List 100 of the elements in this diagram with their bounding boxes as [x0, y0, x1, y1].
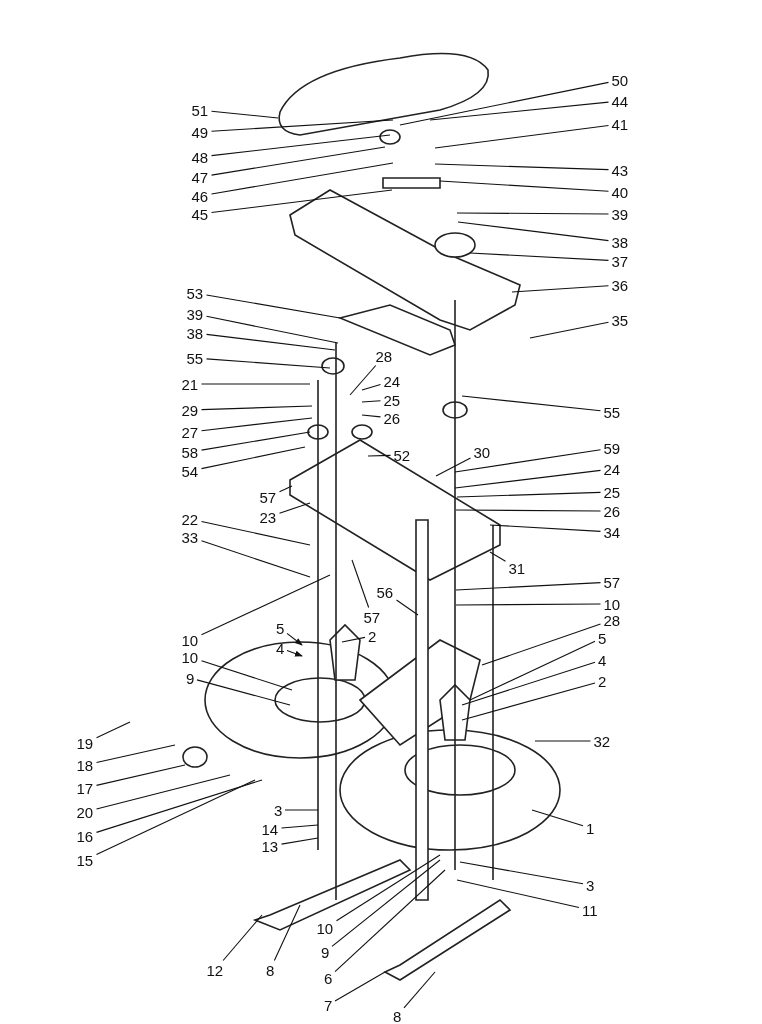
callout-number: 16	[76, 828, 94, 844]
leader-line	[95, 764, 186, 786]
callout-number: 12	[206, 962, 224, 978]
leader-line	[489, 551, 507, 562]
callout-number: 58	[181, 444, 199, 460]
leader-line	[434, 124, 610, 149]
leader-line	[286, 650, 303, 657]
callout-number: 2	[368, 628, 377, 644]
callout-number: 28	[603, 612, 621, 628]
callout-number: 9	[321, 944, 330, 960]
leader-line	[456, 212, 610, 215]
callout-number: 15	[76, 852, 94, 868]
callout-number: 57	[603, 574, 621, 590]
leader-line	[205, 294, 341, 319]
leader-line	[280, 824, 319, 829]
callout-number: 50	[611, 72, 629, 88]
leader-line	[200, 417, 313, 432]
leader-line	[210, 146, 386, 176]
callout-number: 33	[181, 529, 199, 545]
callout-number: 23	[259, 509, 277, 525]
callout-number: 44	[611, 93, 629, 109]
leader-line	[210, 189, 393, 214]
callout-number: 11	[582, 902, 598, 918]
callout-number: 10	[316, 920, 334, 936]
callout-number: 24	[603, 461, 621, 477]
callout-number: 59	[603, 440, 621, 456]
leader-line	[456, 491, 602, 498]
callout-number: 10	[181, 632, 199, 648]
callout-number: 32	[593, 733, 611, 749]
leader-line	[196, 679, 291, 706]
leader-line	[367, 454, 392, 457]
leader-line	[200, 405, 313, 411]
callout-number: 36	[611, 277, 629, 293]
leader-line	[511, 285, 610, 293]
callout-number: 34	[603, 524, 621, 540]
callout-number: 47	[191, 169, 209, 185]
leader-line	[435, 457, 472, 477]
callout-number: 57	[259, 489, 277, 505]
leader-line	[95, 774, 231, 810]
leader-line	[95, 744, 176, 763]
callout-number: 19	[76, 735, 94, 751]
callout-number: 46	[191, 188, 209, 204]
leader-line	[456, 879, 580, 909]
leader-line	[273, 904, 301, 962]
leader-line	[210, 119, 394, 132]
callout-number: 4	[276, 640, 285, 656]
leader-line	[278, 485, 293, 493]
leader-line	[489, 524, 602, 532]
callout-number: 35	[611, 312, 629, 328]
callout-number: 25	[603, 484, 621, 500]
callout-number: 14	[261, 821, 279, 837]
leader-line	[461, 682, 596, 721]
leader-line	[341, 636, 366, 643]
leader-line	[395, 599, 419, 616]
leader-line	[222, 914, 263, 962]
leader-line	[286, 632, 303, 646]
callout-number: 39	[611, 206, 629, 222]
callout-number: 38	[186, 325, 204, 341]
leader-line	[331, 859, 441, 947]
callout-number: 22	[181, 511, 199, 527]
leader-line	[205, 333, 336, 351]
callout-number: 27	[181, 424, 199, 440]
callout-number: 43	[611, 162, 629, 178]
callout-number: 49	[191, 124, 209, 140]
callout-number: 48	[191, 149, 209, 165]
leader-line	[361, 414, 382, 418]
callout-number: 7	[324, 997, 333, 1013]
leader-line	[95, 779, 263, 833]
leader-line	[469, 252, 610, 261]
callout-number: 2	[598, 673, 607, 689]
callout-number: 56	[376, 584, 394, 600]
leader-line	[457, 221, 610, 242]
callout-number: 1	[586, 820, 595, 836]
leader-line	[531, 809, 584, 827]
callout-number: 28	[375, 348, 393, 364]
leader-line	[200, 540, 311, 578]
leader-line	[200, 383, 311, 385]
callout-number: 18	[76, 757, 94, 773]
leader-line	[439, 180, 610, 192]
callout-number: 8	[393, 1008, 402, 1024]
callout-number: 10	[181, 649, 199, 665]
leader-line	[454, 449, 602, 473]
callout-number: 25	[383, 392, 401, 408]
leader-line	[351, 559, 370, 609]
leader-line	[461, 395, 602, 412]
leader-line	[455, 603, 602, 606]
leader-line	[335, 854, 441, 922]
leader-line	[461, 661, 596, 706]
leader-line	[455, 582, 602, 591]
leader-line	[529, 321, 610, 339]
leader-line	[200, 574, 331, 636]
callout-number: 55	[603, 404, 621, 420]
leader-line	[200, 431, 311, 451]
leader-line	[205, 358, 331, 369]
callout-number: 54	[181, 463, 199, 479]
callout-number: 31	[508, 560, 526, 576]
callout-number: 40	[611, 184, 629, 200]
leader-line	[205, 315, 339, 344]
leader-line	[200, 446, 306, 470]
leader-line	[280, 837, 319, 845]
